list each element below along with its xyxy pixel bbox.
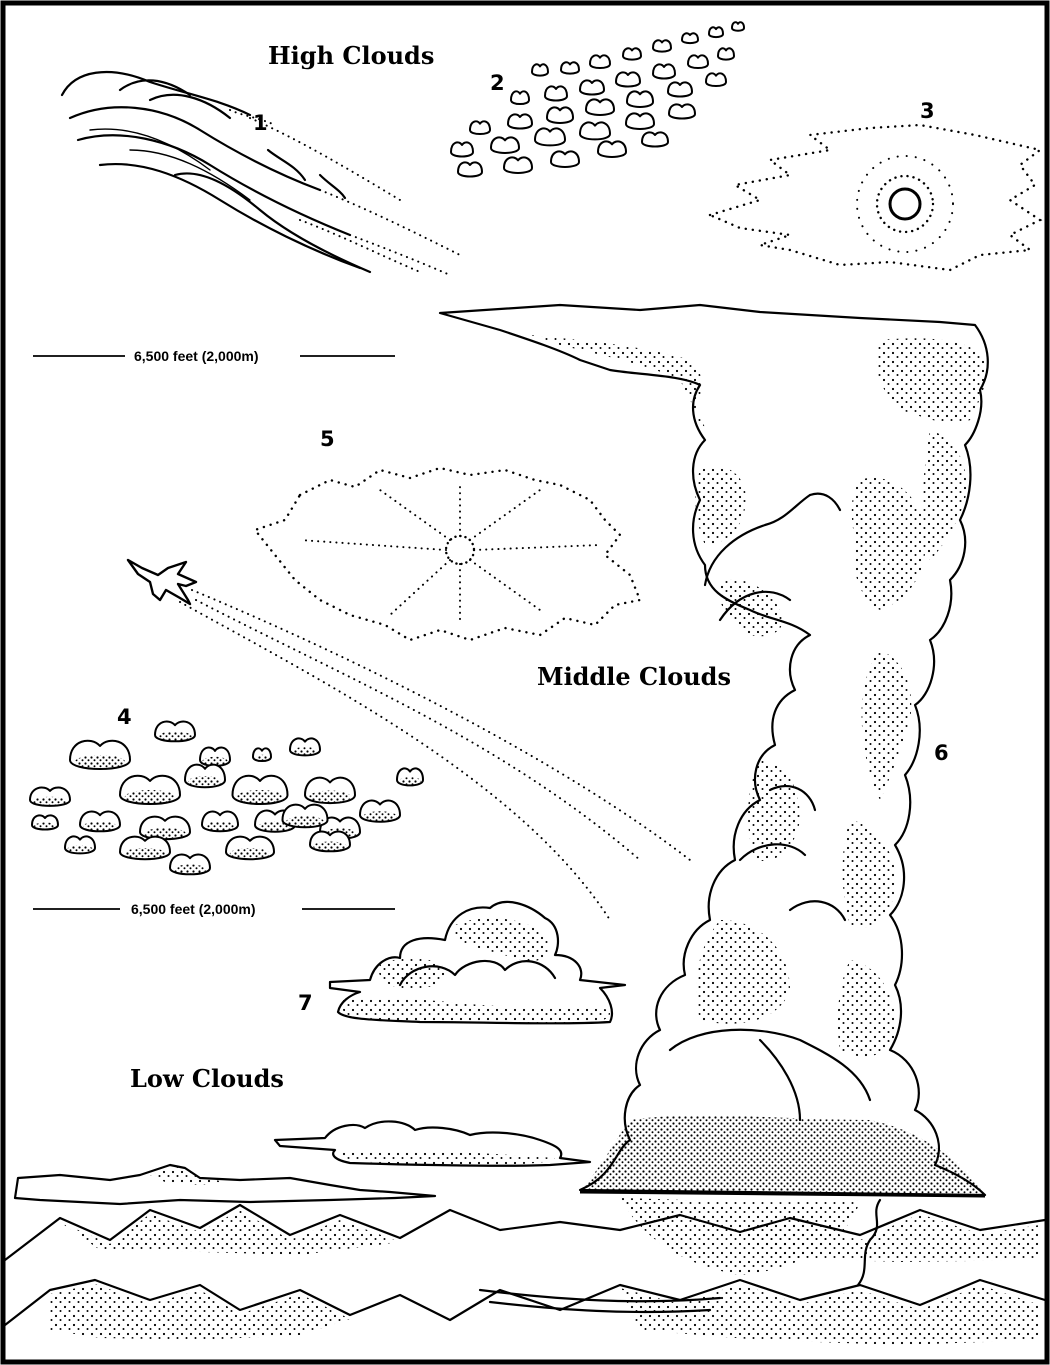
altitude-marker-lower: 6,500 feet (2,000m) — [33, 901, 395, 917]
altitude-marker-upper: 6,500 feet (2,000m) — [33, 348, 395, 364]
cloud-number-3: 3 — [920, 99, 935, 123]
cloud-7-cumulus — [330, 902, 625, 1024]
cloud-number-5: 5 — [320, 427, 335, 451]
low-stratus-cloud — [275, 1121, 590, 1165]
altitude-label-lower: 6,500 feet (2,000m) — [131, 901, 256, 917]
section-title-middle-clouds: Middle Clouds — [537, 662, 731, 691]
airplane-icon — [128, 560, 196, 604]
cloud-5-altostratus — [255, 468, 640, 640]
cloud-2-cirrocumulus — [451, 22, 744, 176]
cloud-3-cirrostratus — [710, 125, 1040, 270]
cloud-4-altocumulus — [30, 722, 423, 875]
cloud-1-cirrus — [62, 72, 460, 275]
cloud-number-1: 1 — [253, 111, 268, 135]
mountain-range — [5, 1205, 1045, 1345]
section-title-low-clouds: Low Clouds — [130, 1064, 284, 1093]
cloud-number-6: 6 — [934, 741, 949, 765]
horizon-fog-bank — [15, 1165, 435, 1204]
cloud-number-7: 7 — [298, 991, 313, 1015]
cloud-number-2: 2 — [490, 71, 505, 95]
section-title-high-clouds: High Clouds — [268, 41, 434, 70]
cloud-number-4: 4 — [117, 705, 132, 729]
altitude-label-upper: 6,500 feet (2,000m) — [134, 348, 259, 364]
